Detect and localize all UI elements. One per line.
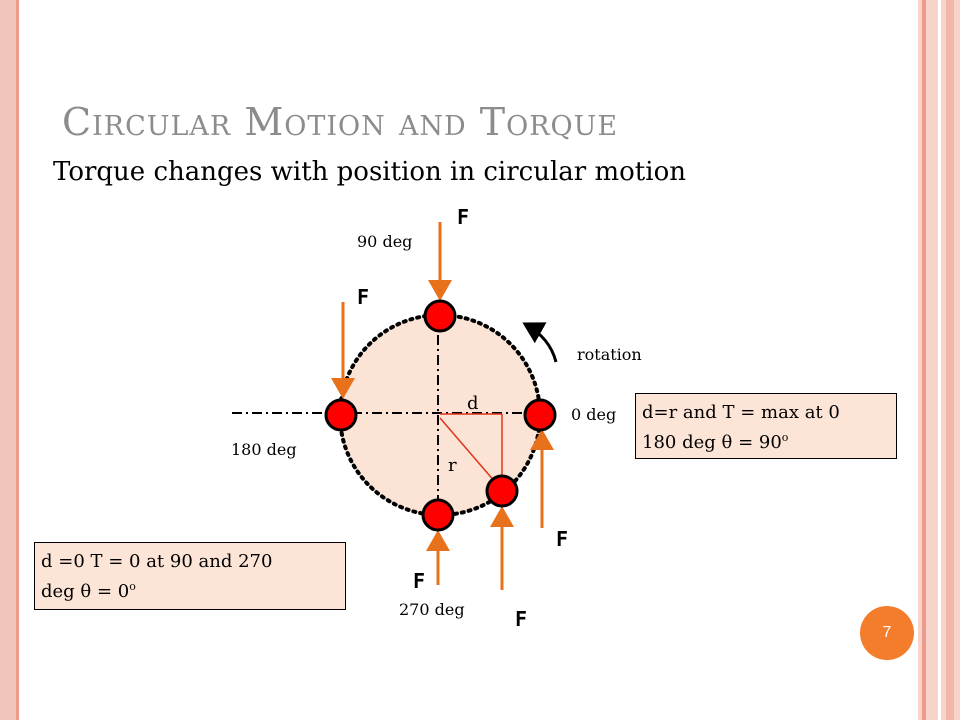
slide-frame-right-stripe (922, 0, 926, 720)
point-315deg (485, 474, 519, 508)
degree-superscript: o (129, 580, 136, 593)
rotation-label: rotation (577, 345, 642, 364)
note-max-torque-eq: = 90 (732, 432, 782, 453)
note-max-torque-line2: 180 deg θ = 90o (642, 425, 890, 455)
theta-symbol: θ (80, 581, 92, 602)
point-180deg (324, 398, 358, 432)
slide-frame-right-stripe (938, 0, 941, 720)
page-number-badge: 7 (860, 606, 914, 660)
degree-superscript: o (781, 431, 789, 444)
radius-label: r (448, 455, 457, 476)
rotation-arrow (522, 322, 558, 363)
note-zero-torque-line1: d =0 T = 0 at 90 and 270 (41, 551, 273, 572)
angle-label-180deg: 180 deg (231, 440, 297, 459)
radius-line (439, 417, 503, 491)
theta-symbol: θ (721, 432, 733, 453)
note-zero-torque: d =0 T = 0 at 90 and 270 deg θ = 0o (34, 542, 346, 610)
slide-frame-left (0, 0, 16, 720)
force-label-0deg: F (556, 527, 569, 551)
force-label-180deg: F (357, 285, 370, 309)
force-label-315deg: F (515, 607, 528, 631)
angle-label-270deg: 270 deg (399, 600, 465, 619)
moment-arm-label: d (467, 393, 479, 414)
note-zero-torque-eq: = 0 (91, 581, 130, 602)
note-zero-torque-prefix: deg (41, 581, 81, 602)
force-label-270deg: F (413, 569, 426, 593)
note-zero-torque-line2: deg θ = 0o (41, 574, 339, 604)
angle-label-90deg: 90 deg (357, 232, 413, 251)
slide-frame-right-stripe (946, 0, 954, 720)
force-label-90deg: F (457, 205, 470, 229)
point-90deg (423, 299, 457, 333)
angle-label-0deg: 0 deg (571, 405, 617, 424)
point-0deg (523, 398, 557, 432)
slide-title: Circular Motion and Torque (62, 100, 619, 144)
note-max-torque-line1: d=r and T = max at 0 (642, 402, 840, 423)
note-max-torque: d=r and T = max at 0 180 deg θ = 90o (635, 393, 897, 459)
point-270deg (421, 498, 455, 532)
note-max-torque-prefix: 180 deg (642, 432, 722, 453)
slide-frame-left-line (16, 0, 19, 720)
slide-subtitle: Torque changes with position in circular… (53, 157, 686, 187)
